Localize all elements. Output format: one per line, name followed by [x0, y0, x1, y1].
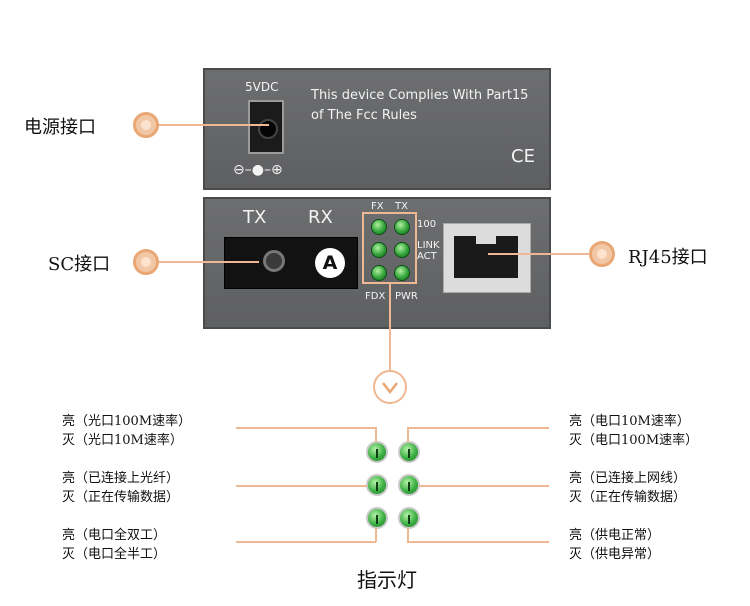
bottom-device-panel: TX RX A FX TX 100 LINK ACT FDX PWR [203, 197, 551, 329]
led-link-fiber [371, 242, 387, 258]
legend-right-3-off: 灭（供电异常） [569, 547, 661, 562]
legend-left-2-on: 亮（已连接上光纤） [62, 471, 180, 486]
led-pwr [394, 265, 410, 281]
legend-left-3-on: 亮（电口全双工） [62, 528, 167, 543]
legend-left-2-off: 灭（正在传输数据） [62, 490, 180, 505]
legend-led-3 [366, 474, 388, 496]
legend-left-item-1: 亮（光口100M速率） 灭（光口10M速率） [62, 412, 191, 450]
legend-led-1 [366, 441, 388, 463]
power-port-callout: 电源接口 [24, 117, 96, 138]
sc-connector: A [224, 237, 358, 289]
led-label-tx: TX [395, 201, 408, 212]
legend-right-line-2 [419, 485, 549, 487]
rj45-port [443, 223, 531, 293]
legend-left-line-1 [236, 427, 376, 429]
tx-label: TX [243, 207, 267, 228]
legend-led-5 [366, 507, 388, 529]
legend-right-1-on: 亮（电口10M速率） [569, 414, 690, 429]
legend-right-rise-3 [407, 528, 409, 542]
led-label-link: LINK [417, 240, 440, 251]
legend-right-item-2: 亮（已连接上网线） 灭（正在传输数据） [569, 469, 686, 507]
led-label-pwr: PWR [395, 291, 418, 302]
led-fx [371, 219, 387, 235]
legend-right-2-off: 灭（正在传输数据） [569, 490, 687, 505]
legend-right-1-off: 灭（电口100M速率） [569, 433, 699, 448]
legend-left-1-off: 灭（光口10M速率） [62, 433, 183, 448]
legend-left-3-off: 灭（电口全半工） [62, 547, 167, 562]
legend-left-line-3 [236, 541, 376, 543]
legend-right-item-3: 亮（供电正常） 灭（供电异常） [569, 526, 660, 564]
rx-label: RX [308, 207, 333, 228]
legend-left-1-on: 亮（光口100M速率） [62, 414, 192, 429]
rj45-port-marker [589, 241, 615, 267]
legend-right-2-on: 亮（已连接上网线） [569, 471, 687, 486]
led-label-act: ACT [417, 251, 437, 262]
legend-right-line-3 [407, 541, 549, 543]
legend-right-3-on: 亮（供电正常） [569, 528, 661, 543]
rj45-port-callout: RJ45接口 [628, 247, 708, 268]
power-voltage-label: 5VDC [245, 80, 279, 94]
led-link-act [394, 242, 410, 258]
legend-right-item-1: 亮（电口10M速率） 灭（电口100M速率） [569, 412, 698, 450]
chevron-down-icon [373, 370, 407, 404]
legend-left-line-2 [236, 485, 367, 487]
power-port-marker [133, 112, 159, 138]
legend-right-line-1 [407, 427, 549, 429]
sc-tx-port [263, 250, 285, 272]
sc-port-marker [133, 249, 159, 275]
rj45-port-leader-line [488, 253, 590, 255]
led-label-100: 100 [417, 219, 437, 230]
power-port-leader-line [159, 124, 269, 126]
power-jack [248, 100, 284, 154]
compliance-line-1: This device Complies With Part15 [311, 88, 529, 103]
top-device-panel: 5VDC ⊖–●–⊕ This device Complies With Par… [203, 68, 551, 190]
polarity-symbol: ⊖–●–⊕ [233, 162, 283, 178]
indicator-leader-line [389, 282, 391, 370]
ce-mark: CE [511, 146, 535, 167]
device-letter-badge: A [315, 248, 345, 278]
legend-left-drop-1 [375, 427, 377, 442]
compliance-line-2: of The Fcc Rules [311, 108, 417, 123]
sc-port-leader-line [159, 261, 259, 263]
legend-led-2 [398, 441, 420, 463]
led-fdx [371, 265, 387, 281]
led-label-fdx: FDX [365, 291, 386, 302]
sc-port-callout: SC接口 [48, 254, 111, 275]
led-tx [394, 219, 410, 235]
legend-led-6 [398, 507, 420, 529]
legend-led-4 [398, 474, 420, 496]
legend-left-item-2: 亮（已连接上光纤） 灭（正在传输数据） [62, 469, 179, 507]
legend-left-item-3: 亮（电口全双工） 灭（电口全半工） [62, 526, 166, 564]
legend-left-rise-3 [375, 528, 377, 542]
legend-right-drop-1 [407, 427, 409, 442]
legend-title: 指示灯 [357, 568, 417, 592]
led-label-fx: FX [371, 201, 384, 212]
